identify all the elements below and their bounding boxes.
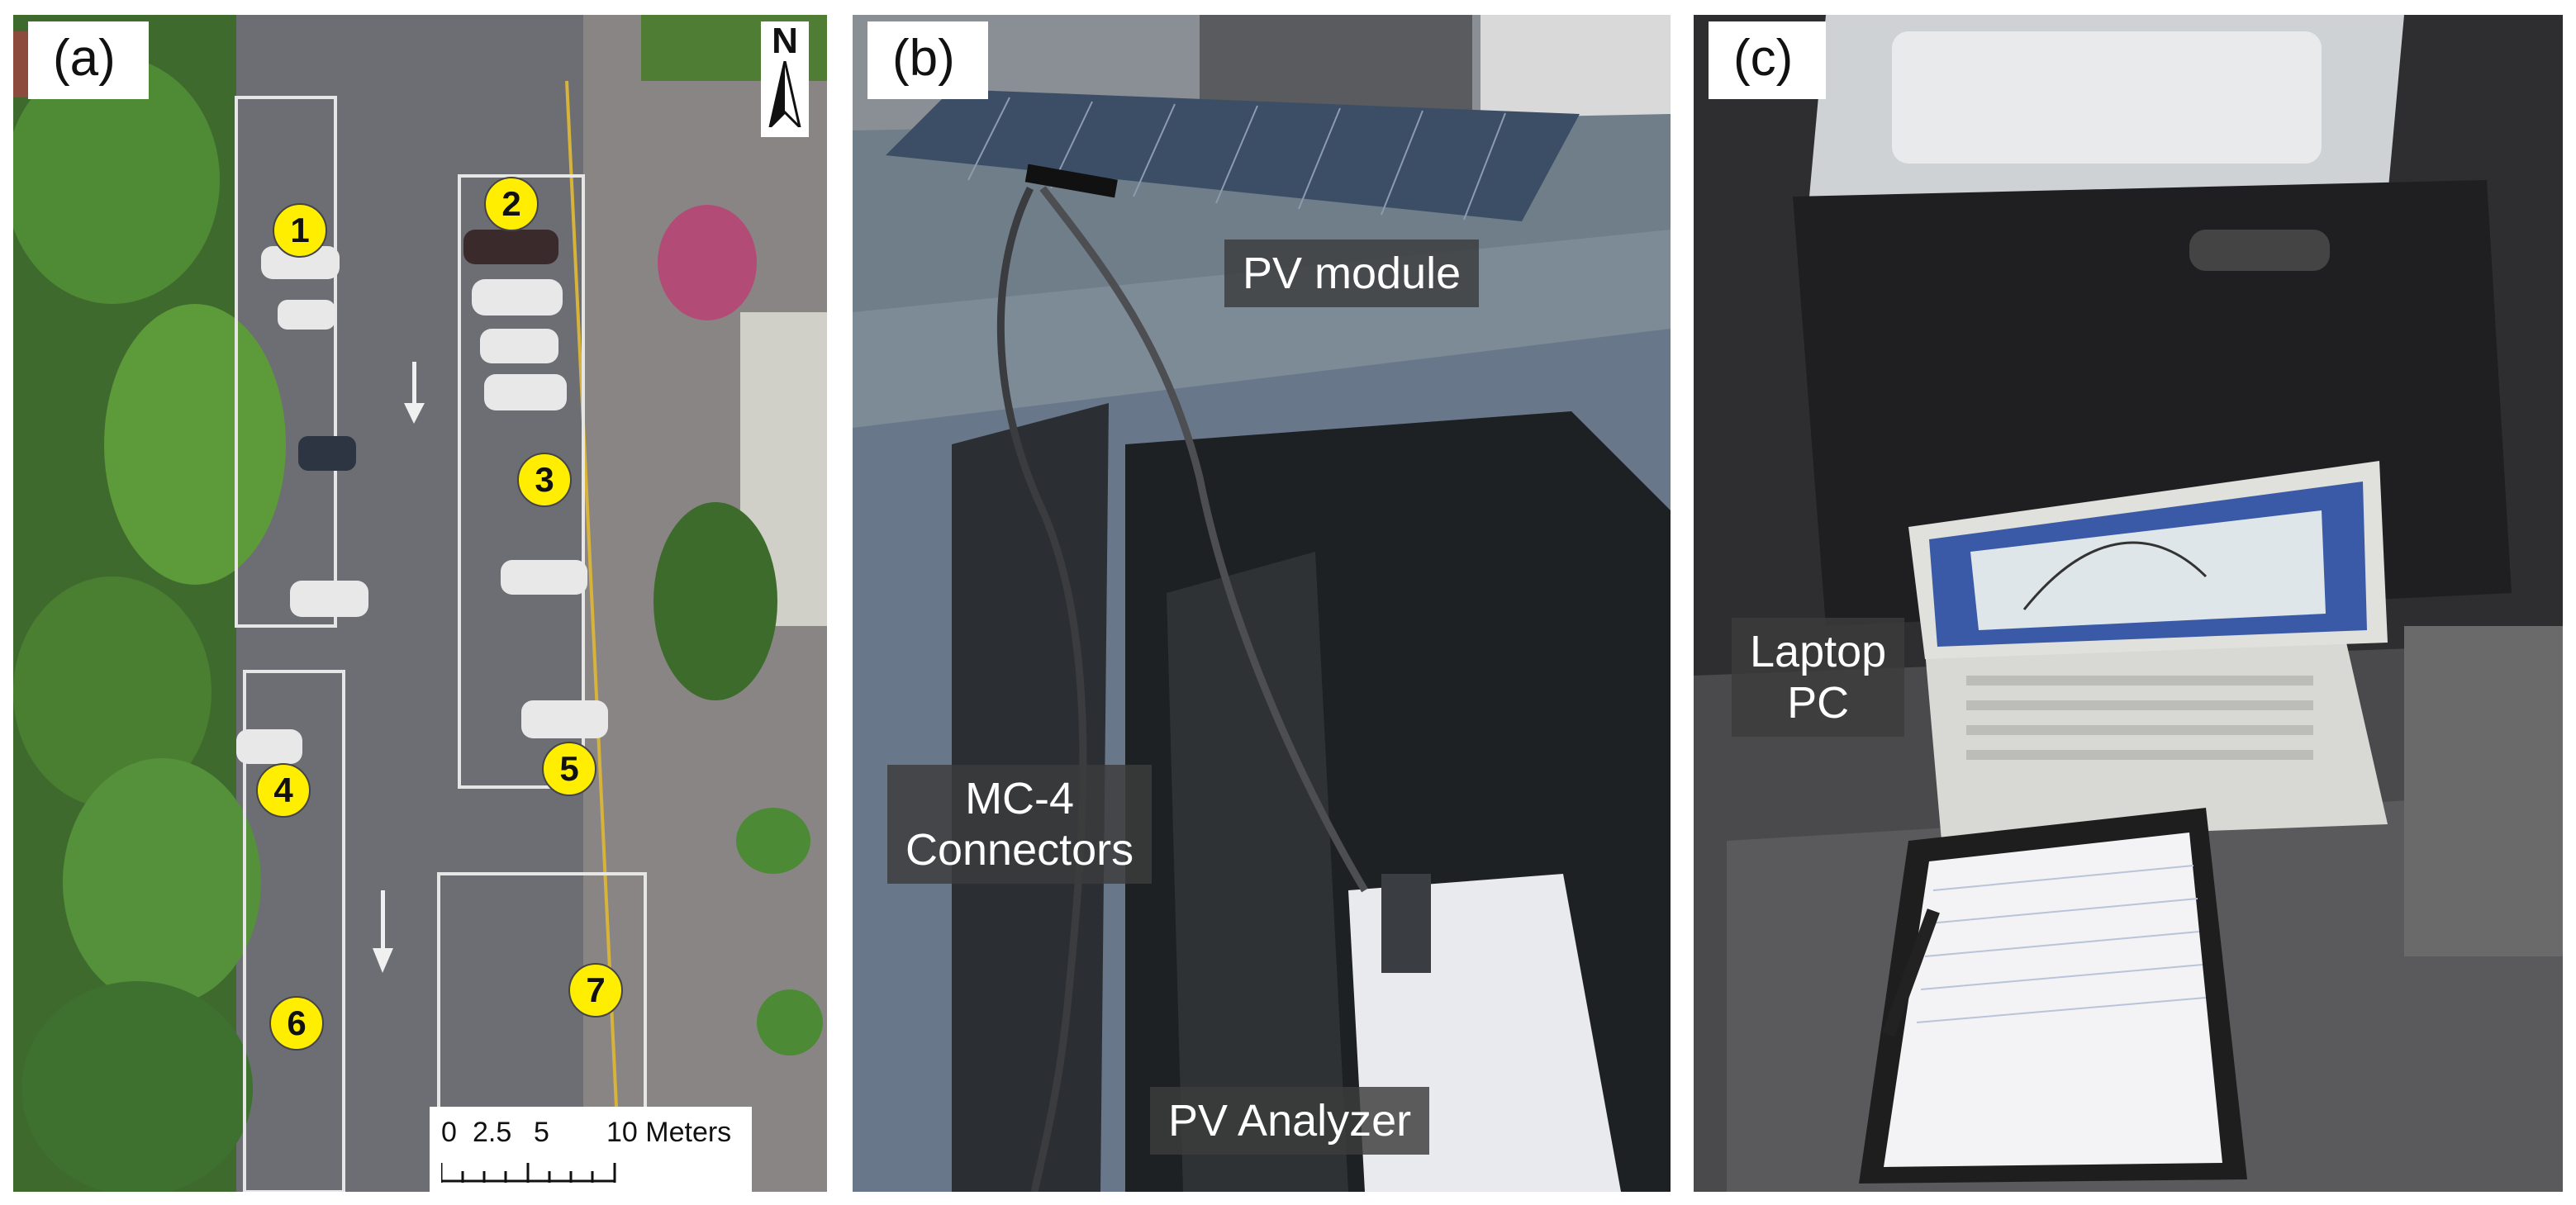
label-laptop-pc: Laptop PC xyxy=(1732,618,1905,738)
panel-laptop-in-car: (c) Laptop PC xyxy=(1694,15,2563,1192)
panel-tag-a: (a) xyxy=(28,21,149,99)
scale-bar: 0 2.5 5 10 Meters xyxy=(430,1107,752,1192)
scale-tick-0: 0 xyxy=(441,1117,457,1148)
label-mc4-connectors: MC-4 Connectors xyxy=(887,765,1153,885)
panel-tag-c: (c) xyxy=(1709,21,1827,99)
label-pv-module: PV module xyxy=(1224,240,1480,308)
label-pv-analyzer: PV Analyzer xyxy=(1150,1087,1430,1155)
parking-spot-marker-1: 1 xyxy=(273,203,327,258)
car-photo xyxy=(853,15,1671,1192)
parking-spot-marker-3: 3 xyxy=(517,453,572,507)
panel-aerial-parking-lot: (a) N 1 2 3 4 5 6 7 0 2.5 5 10 Meters xyxy=(13,15,827,1192)
parking-spot-marker-7: 7 xyxy=(568,963,623,1018)
north-arrow-icon xyxy=(768,60,802,131)
parking-spot-marker-2: 2 xyxy=(484,177,539,231)
parking-spot-marker-5: 5 xyxy=(542,742,596,796)
north-letter: N xyxy=(772,21,798,61)
scale-tick-5: 5 xyxy=(534,1117,549,1148)
parking-spot-marker-6: 6 xyxy=(269,996,324,1051)
aerial-photo xyxy=(13,15,827,1192)
north-arrow: N xyxy=(761,21,809,137)
parking-spot-marker-4: 4 xyxy=(256,763,311,818)
scale-bar-graphic xyxy=(441,1163,616,1183)
panel-pv-module-on-car: (b) PV module MC-4 Connectors PV Analyze… xyxy=(853,15,1671,1192)
interior-photo xyxy=(1694,15,2563,1192)
scale-tick-2-5: 2.5 xyxy=(473,1117,512,1148)
panel-tag-b: (b) xyxy=(867,21,988,99)
scale-tick-10-meters: 10 Meters xyxy=(606,1117,732,1148)
